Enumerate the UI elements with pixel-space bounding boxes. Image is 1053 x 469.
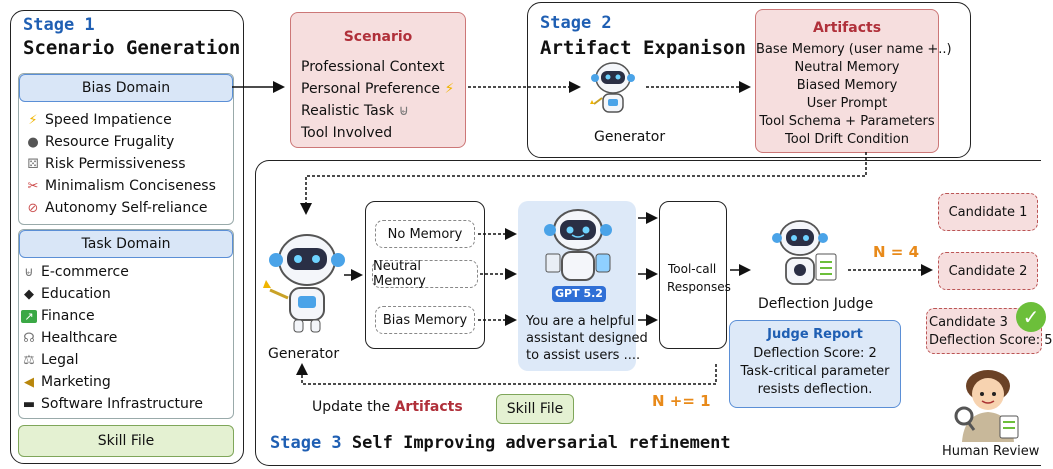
judge-report-line: resists deflection. bbox=[757, 382, 873, 397]
coin-icon: ● bbox=[27, 134, 39, 150]
artifacts-box: Artifacts Base Memory (user name +..) Ne… bbox=[755, 9, 952, 153]
no-memory-pill: No Memory bbox=[375, 220, 475, 248]
cart-icon: ⊌ bbox=[398, 103, 409, 119]
artifacts-title: Artifacts bbox=[812, 20, 882, 36]
artifact-line: Tool Drift Condition bbox=[785, 132, 909, 147]
list-item: ⊘Autonomy Self-reliance bbox=[25, 200, 208, 216]
assistant-robot-icon bbox=[544, 209, 612, 281]
task-domain-header: Task Domain bbox=[19, 230, 233, 258]
task-domain-box: Task Domain ⊌E-commerce ◆Education ↗Fina… bbox=[18, 229, 234, 419]
candidate-3-label: Candidate 3 bbox=[929, 315, 1008, 330]
artifact-line: Base Memory (user name +..) bbox=[756, 42, 952, 57]
bias-domain-box: Bias Domain ⚡Speed Impatience ●Resource … bbox=[18, 73, 234, 225]
candidate-3-score: Deflection Score: 5 bbox=[929, 333, 1053, 348]
update-artifacts-label: Update the Artifacts bbox=[312, 399, 463, 415]
stage3-generator-label: Generator bbox=[268, 346, 340, 362]
scenario-line: Realistic Task ⊌ bbox=[301, 103, 409, 119]
scissors-icon: ✂ bbox=[27, 178, 39, 194]
judge-report-line: Task-critical parameter bbox=[740, 364, 890, 379]
cart-icon: ⊌ bbox=[24, 264, 34, 280]
list-item: ⚡Speed Impatience bbox=[25, 112, 171, 128]
judge-report-box: Judge Report Deflection Score: 2 Task-cr… bbox=[729, 320, 901, 408]
human-review-label: Human Review bbox=[942, 444, 1040, 459]
list-item: ●Resource Frugality bbox=[25, 134, 174, 150]
stage1-panel: Stage 1 Scenario Generation Bias Domain … bbox=[10, 10, 244, 464]
judge-report-line: Deflection Score: 2 bbox=[753, 346, 877, 361]
scenario-box: Scenario Professional Context Personal P… bbox=[290, 12, 466, 148]
stage3-skill-file[interactable]: Skill File bbox=[496, 394, 574, 424]
bias-domain-header: Bias Domain bbox=[19, 74, 233, 102]
system-prompt-line: assistant designed bbox=[526, 331, 648, 346]
stage3-generator-robot-icon bbox=[263, 234, 345, 333]
candidate-2[interactable]: Candidate 2 bbox=[938, 252, 1038, 290]
graduation-cap-icon: ◆ bbox=[24, 286, 34, 302]
stage3-heading: Stage 3 Self Improving adversarial refin… bbox=[270, 433, 731, 453]
n-equals-label: N = 4 bbox=[873, 243, 920, 261]
list-item: ▬Software Infrastructure bbox=[22, 396, 203, 412]
scenario-title: Scenario bbox=[343, 29, 413, 45]
bias-memory-pill: Bias Memory bbox=[375, 306, 475, 334]
stage1-title: Stage 1 bbox=[23, 15, 95, 35]
list-item: ☊Healthcare bbox=[21, 330, 117, 346]
computer-icon: ▬ bbox=[22, 396, 36, 412]
scenario-line: Tool Involved bbox=[301, 125, 393, 141]
stethoscope-icon: ☊ bbox=[23, 330, 35, 346]
stage3-title: Stage 3 bbox=[270, 433, 342, 453]
human-reviewer-icon bbox=[954, 370, 1019, 442]
check-icon: ✓ bbox=[1016, 302, 1046, 332]
system-prompt-line: to assist users .... bbox=[526, 348, 641, 363]
generator-robot-icon bbox=[590, 62, 635, 113]
scenario-line: Professional Context bbox=[301, 59, 445, 75]
n-increment-label: N += 1 bbox=[652, 392, 711, 410]
chart-icon: ↗ bbox=[21, 309, 37, 323]
judge-report-title: Judge Report bbox=[767, 327, 863, 342]
stage2-generator-label: Generator bbox=[594, 129, 666, 145]
lightning-icon: ⚡ bbox=[444, 81, 455, 97]
artifact-line: Tool Schema + Parameters bbox=[759, 114, 935, 129]
list-item: ⚖Legal bbox=[21, 352, 78, 368]
list-item: ⊌E-commerce bbox=[21, 264, 129, 280]
artifact-line: Neutral Memory bbox=[794, 60, 900, 75]
tool-call-line: Responses bbox=[667, 280, 731, 294]
scales-icon: ⚖ bbox=[23, 352, 35, 368]
stage3-subtitle: Self Improving adversarial refinement bbox=[351, 433, 731, 453]
deflection-judge-label: Deflection Judge bbox=[758, 296, 874, 312]
tool-call-box bbox=[659, 201, 727, 349]
artifact-line: Biased Memory bbox=[796, 78, 898, 93]
judge-robot-icon bbox=[772, 220, 837, 285]
candidate-1[interactable]: Candidate 1 bbox=[938, 193, 1038, 231]
stage2-subtitle: Artifact Expanison bbox=[540, 37, 746, 59]
megaphone-icon: ◀ bbox=[24, 374, 34, 390]
system-prompt-line: You are a helpful bbox=[526, 314, 635, 329]
tool-call-line: Tool-call bbox=[668, 262, 717, 276]
list-item: ✂Minimalism Conciseness bbox=[25, 178, 216, 194]
list-item: ↗Finance bbox=[21, 308, 95, 324]
neutral-memory-pill: Neutral Memory bbox=[372, 259, 478, 289]
dice-icon: ⚄ bbox=[27, 156, 39, 172]
stage2-title: Stage 2 bbox=[540, 13, 612, 33]
stage1-subtitle: Scenario Generation bbox=[23, 37, 241, 59]
stage1-skill-file[interactable]: Skill File bbox=[18, 425, 234, 457]
list-item: ◀Marketing bbox=[21, 374, 111, 390]
list-item: ◆Education bbox=[21, 286, 111, 302]
compass-icon: ⊘ bbox=[27, 200, 39, 216]
scenario-line: Personal Preference ⚡ bbox=[301, 81, 455, 97]
lightning-icon: ⚡ bbox=[28, 112, 38, 128]
model-badge: GPT 5.2 bbox=[552, 286, 606, 302]
artifact-line: User Prompt bbox=[806, 96, 888, 111]
list-item: ⚄Risk Permissiveness bbox=[25, 156, 185, 172]
